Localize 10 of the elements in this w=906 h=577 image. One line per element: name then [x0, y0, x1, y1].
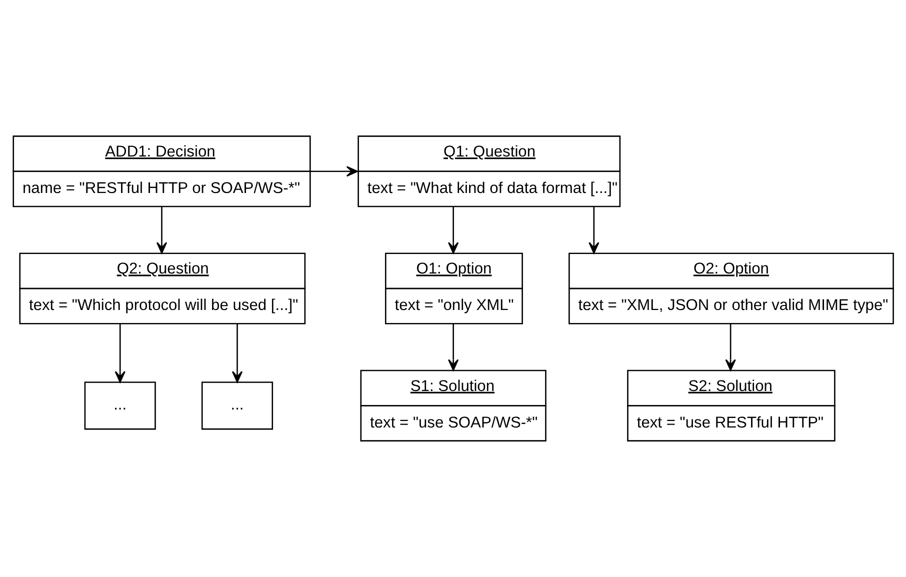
- arrow: [310, 166, 358, 177]
- arrow: [448, 324, 459, 371]
- arrow: [448, 206, 459, 254]
- arrow: [232, 324, 243, 383]
- arrow: [725, 324, 736, 371]
- arrow: [156, 206, 168, 254]
- node-box: ...: [84, 382, 156, 430]
- node-box: ...: [201, 382, 274, 430]
- arrow: [588, 206, 600, 254]
- arrow: [114, 324, 126, 383]
